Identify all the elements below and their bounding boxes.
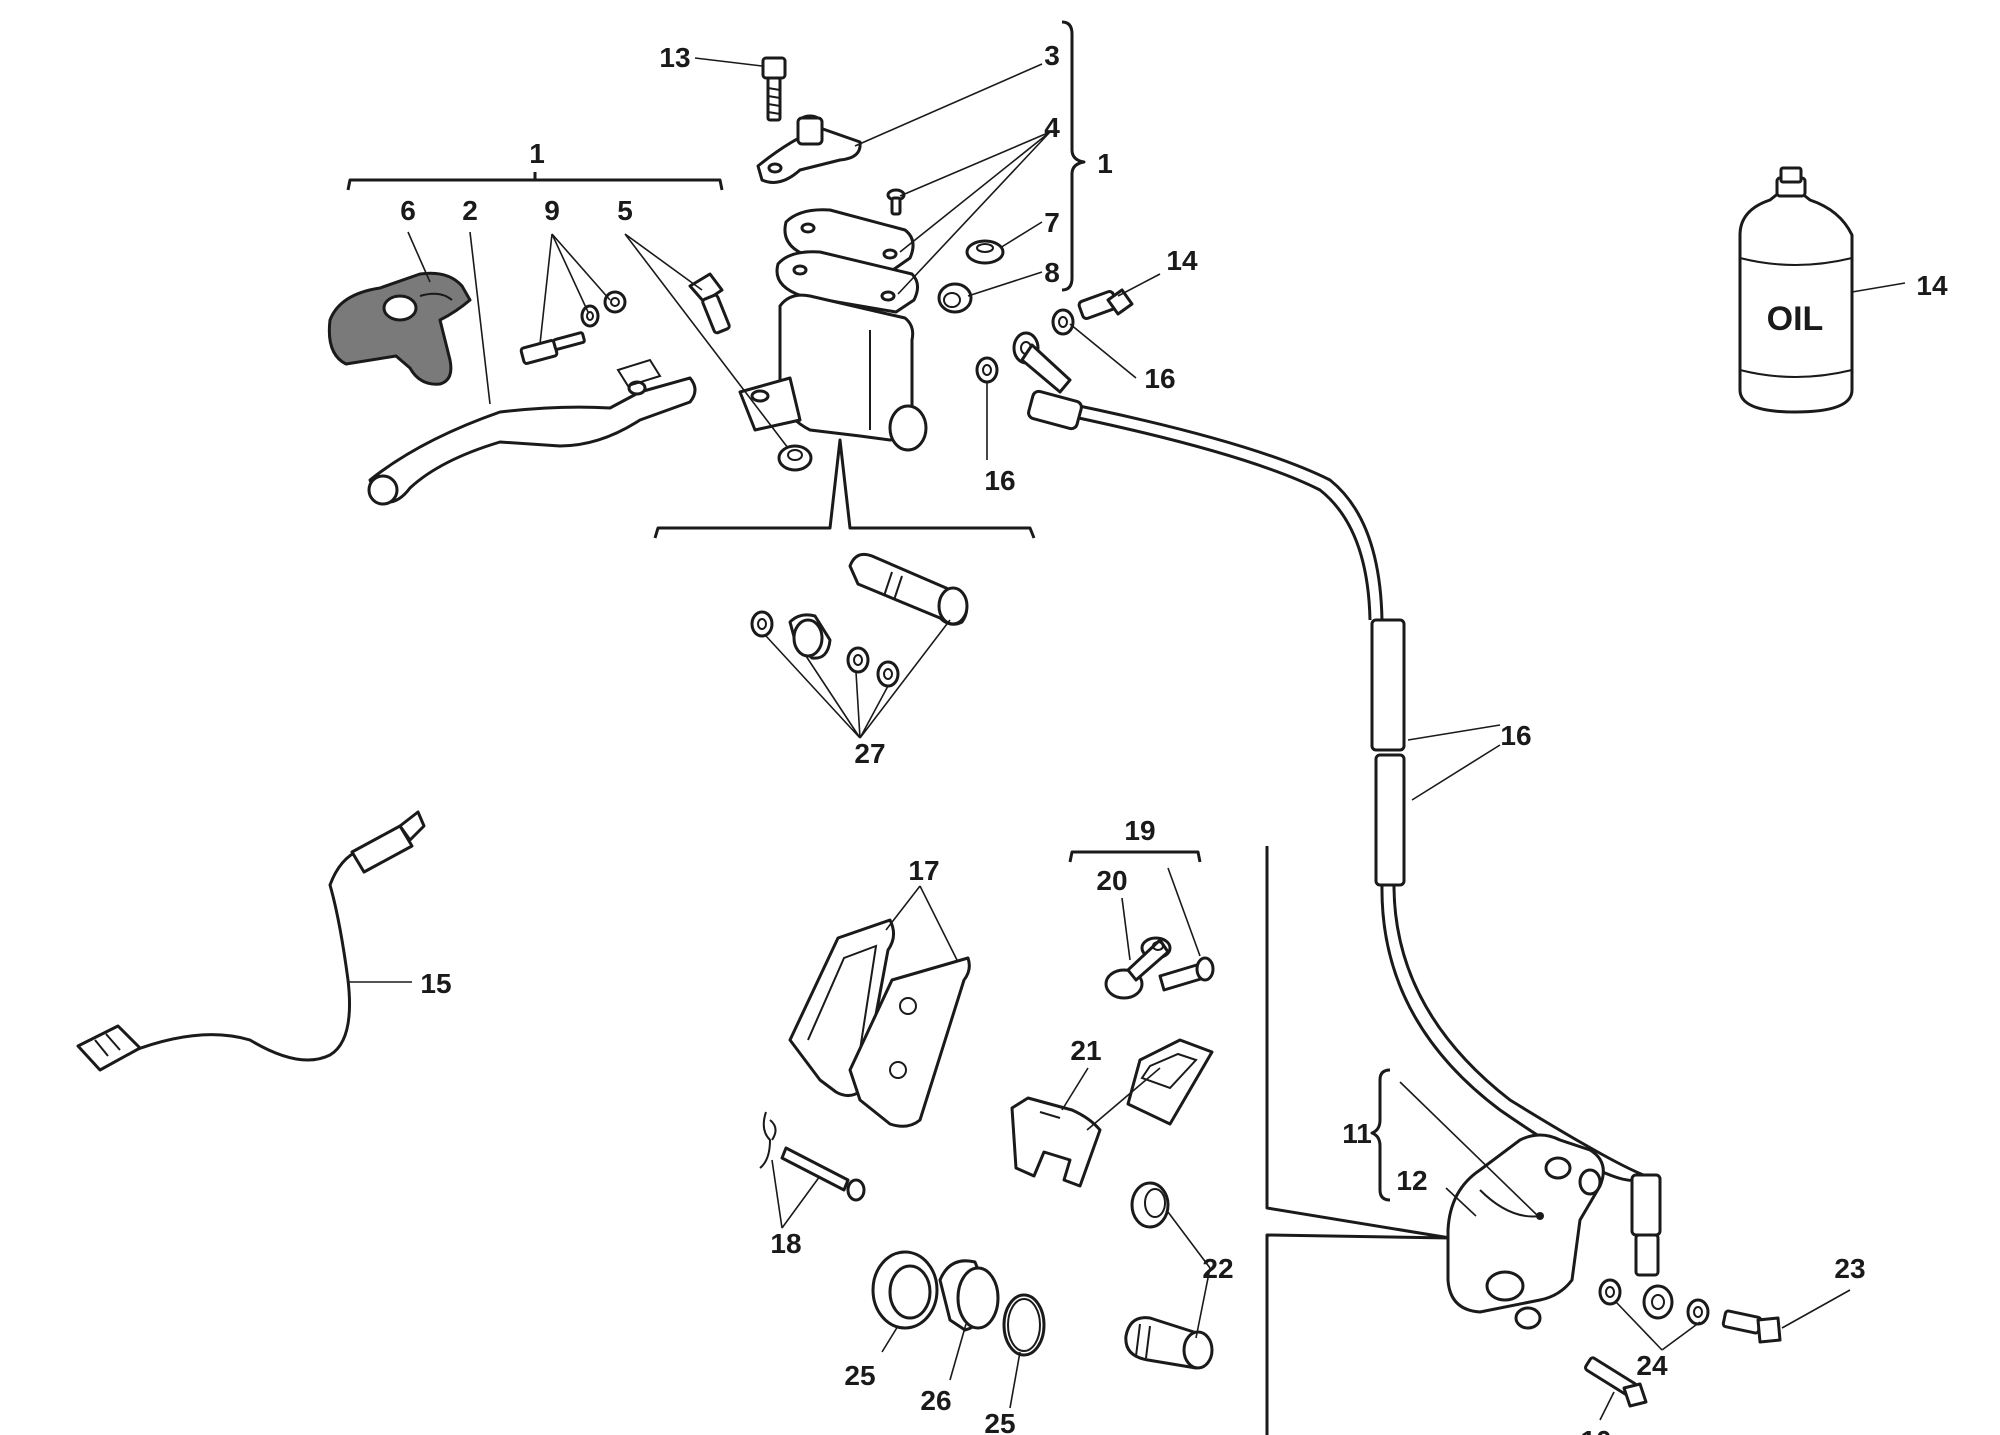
master-cylinder-repair-kit-27 — [750, 552, 969, 688]
brace-master-cylinder-kit — [653, 438, 1036, 539]
callout-24: 24 — [1636, 1350, 1668, 1381]
brake-caliper-12 — [1446, 1133, 1605, 1330]
callout-1-reservoir: 1 — [1097, 148, 1113, 179]
callout-2: 2 — [462, 195, 478, 226]
screw-4 — [886, 188, 906, 216]
washer-24b — [1686, 1298, 1710, 1326]
adjuster-nut-9 — [603, 290, 627, 314]
seal-25a — [871, 1250, 939, 1330]
callout-13: 13 — [659, 42, 690, 73]
washer-16b — [975, 356, 999, 384]
callout-19: 19 — [1124, 815, 1155, 846]
callout-22: 22 — [1202, 1253, 1233, 1284]
callout-14-oil: 14 — [1916, 270, 1948, 301]
callout-labels: 13 3 4 1 1 6 2 9 5 7 8 14 16 16 14 27 16… — [400, 40, 1948, 1435]
bushing-22a — [1130, 1181, 1170, 1229]
callout-9: 9 — [544, 195, 560, 226]
callout-20: 20 — [1096, 865, 1127, 896]
callout-3: 3 — [1044, 40, 1060, 71]
bushing-22b — [1124, 1316, 1214, 1370]
callout-10: 10 — [1580, 1425, 1611, 1435]
oil-label: OIL — [1767, 300, 1824, 338]
lever-cover-6 — [327, 271, 472, 386]
oil-bottle-14: OIL — [1738, 166, 1854, 414]
pivot-bolt-5 — [688, 272, 731, 335]
callout-1-lever: 1 — [529, 138, 545, 169]
pad-pin-18 — [780, 1146, 866, 1202]
master-cylinder-body — [738, 293, 928, 452]
bleeder-screw-19 — [1158, 956, 1215, 992]
leader-lines — [348, 57, 1906, 1421]
brake-light-sensor-15 — [76, 810, 426, 1072]
callout-26: 26 — [920, 1385, 951, 1416]
banjo-bolt-14 — [1077, 288, 1134, 320]
piston-26 — [938, 1259, 1000, 1332]
brace-reservoir-group — [1061, 20, 1086, 292]
callout-25-seal: 25 — [844, 1360, 875, 1391]
pad-plate-21 — [1126, 1038, 1214, 1126]
caliper-bolt-10 — [1584, 1356, 1648, 1408]
brake-hose — [1027, 389, 1662, 1277]
callout-8: 8 — [1044, 257, 1060, 288]
callout-18: 18 — [770, 1228, 801, 1259]
banjo-bolt-23 — [1721, 1309, 1782, 1344]
callout-12: 12 — [1396, 1165, 1427, 1196]
pivot-nut-5 — [777, 444, 813, 472]
callout-17: 17 — [908, 855, 939, 886]
handlebar-clamp-3 — [756, 114, 862, 184]
pad-spring-21 — [1010, 1096, 1102, 1188]
callout-14-banjo: 14 — [1166, 245, 1198, 276]
callout-6: 6 — [400, 195, 416, 226]
banjo-fitting-16 — [1012, 331, 1072, 394]
bolt-13 — [761, 56, 787, 122]
cap-8 — [937, 282, 973, 314]
callout-5: 5 — [617, 195, 633, 226]
callout-4: 4 — [1044, 112, 1060, 143]
adjuster-washer-9 — [580, 304, 600, 328]
rubber-ring-7 — [965, 239, 1005, 265]
callout-16-upper: 16 — [1144, 363, 1175, 394]
pin-clip-18 — [759, 1111, 777, 1169]
brace-caliper-group — [1370, 1068, 1391, 1202]
callout-16-washer: 16 — [984, 465, 1015, 496]
callout-23: 23 — [1834, 1253, 1865, 1284]
washer-24a — [1598, 1278, 1622, 1306]
callout-27: 27 — [854, 738, 885, 769]
brace-lever-group — [346, 178, 724, 191]
brake-pad-17b — [848, 956, 971, 1128]
callout-15: 15 — [420, 968, 451, 999]
adjuster-bolt-9 — [519, 331, 586, 365]
brake-lever-2 — [367, 358, 697, 506]
o-ring-25b — [1002, 1293, 1046, 1357]
washer-16 — [1051, 308, 1075, 336]
banjo-fitting-caliper — [1642, 1284, 1674, 1320]
brace-bleeder-group — [1068, 850, 1202, 863]
callout-21: 21 — [1070, 1035, 1101, 1066]
callout-25-oring: 25 — [984, 1408, 1015, 1435]
callout-7: 7 — [1044, 207, 1060, 238]
callout-11: 11 — [1342, 1118, 1372, 1149]
bleeder-cap-20 — [1104, 936, 1172, 1000]
callout-16-hose: 16 — [1500, 720, 1531, 751]
